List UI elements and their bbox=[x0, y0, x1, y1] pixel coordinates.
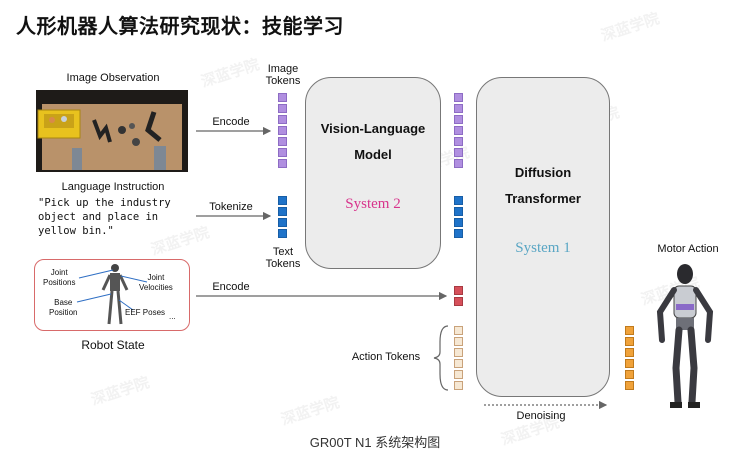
image-token bbox=[454, 137, 463, 146]
pointer-lines bbox=[76, 269, 148, 311]
text-token bbox=[278, 218, 287, 227]
action-token bbox=[454, 337, 463, 346]
image-observation-label: Image Observation bbox=[66, 72, 160, 84]
text-token bbox=[278, 229, 287, 238]
figure-caption: GR00T N1 系统架构图 bbox=[309, 435, 441, 450]
joint-velocities-label: Joint Velocities bbox=[139, 273, 173, 292]
image-token bbox=[278, 159, 287, 168]
action-token bbox=[454, 370, 463, 379]
action-tokens-brace bbox=[433, 325, 449, 391]
text-token bbox=[454, 229, 463, 238]
system-1-label: System 1 bbox=[515, 240, 571, 256]
joint-positions-label: Joint Positions bbox=[43, 268, 76, 287]
action-token bbox=[454, 326, 463, 335]
image-token bbox=[278, 137, 287, 146]
robot-state-box: Joint Positions Joint Velocities Base Po… bbox=[34, 259, 190, 331]
text-token bbox=[454, 218, 463, 227]
eef-poses-label: EEF Poses bbox=[125, 308, 166, 317]
observation-photo bbox=[36, 90, 188, 172]
image-token bbox=[454, 159, 463, 168]
base-position-label: Base Position bbox=[49, 298, 78, 317]
action-token bbox=[454, 381, 463, 390]
image-token bbox=[278, 115, 287, 124]
image-token bbox=[278, 148, 287, 157]
vlm-title: Vision-Language Model bbox=[320, 121, 426, 162]
image-token bbox=[454, 93, 463, 102]
image-token bbox=[278, 93, 287, 102]
ellipsis-label: ... bbox=[169, 312, 176, 321]
image-token bbox=[454, 126, 463, 135]
motor-action-token bbox=[625, 326, 634, 335]
action-token bbox=[454, 348, 463, 357]
encode-state-label: Encode bbox=[212, 281, 250, 293]
system-2-label: System 2 bbox=[345, 196, 401, 212]
motor-action-token bbox=[625, 359, 634, 368]
slide-title: 人形机器人算法研究现状：技能学习 bbox=[16, 14, 344, 38]
text-token bbox=[278, 207, 287, 216]
robot-state-label: Robot State bbox=[81, 338, 145, 352]
text-token bbox=[454, 196, 463, 205]
motor-action-token bbox=[625, 381, 634, 390]
instruction-text: "Pick up the industry object and place i… bbox=[38, 197, 171, 237]
image-token bbox=[454, 148, 463, 157]
action-token bbox=[454, 359, 463, 368]
tokenize-label: Tokenize bbox=[209, 201, 253, 213]
image-token bbox=[454, 115, 463, 124]
image-tokens-label: Image Tokens bbox=[265, 63, 301, 87]
image-token bbox=[454, 104, 463, 113]
encode-image-label: Encode bbox=[212, 116, 250, 128]
humanoid-robot-icon bbox=[656, 264, 714, 408]
denoising-label: Denoising bbox=[516, 410, 566, 422]
image-token bbox=[278, 104, 287, 113]
text-token bbox=[278, 196, 287, 205]
motor-action-token bbox=[625, 370, 634, 379]
text-tokens-label: Text Tokens bbox=[265, 246, 301, 270]
image-token bbox=[278, 126, 287, 135]
motor-action-token bbox=[625, 348, 634, 357]
dit-title: Diffusion Transformer bbox=[505, 165, 581, 206]
vlm-box: Vision-Language Model System 2 bbox=[305, 77, 441, 269]
robot-figure-icon bbox=[101, 264, 129, 325]
text-token bbox=[454, 207, 463, 216]
language-instruction-label: Language Instruction bbox=[61, 181, 165, 193]
motor-action-token bbox=[625, 337, 634, 346]
state-token bbox=[454, 286, 463, 295]
state-token bbox=[454, 297, 463, 306]
action-tokens-label: Action Tokens bbox=[351, 351, 421, 363]
dit-box: Diffusion Transformer System 1 bbox=[476, 77, 610, 397]
motor-action-label: Motor Action bbox=[657, 243, 719, 255]
